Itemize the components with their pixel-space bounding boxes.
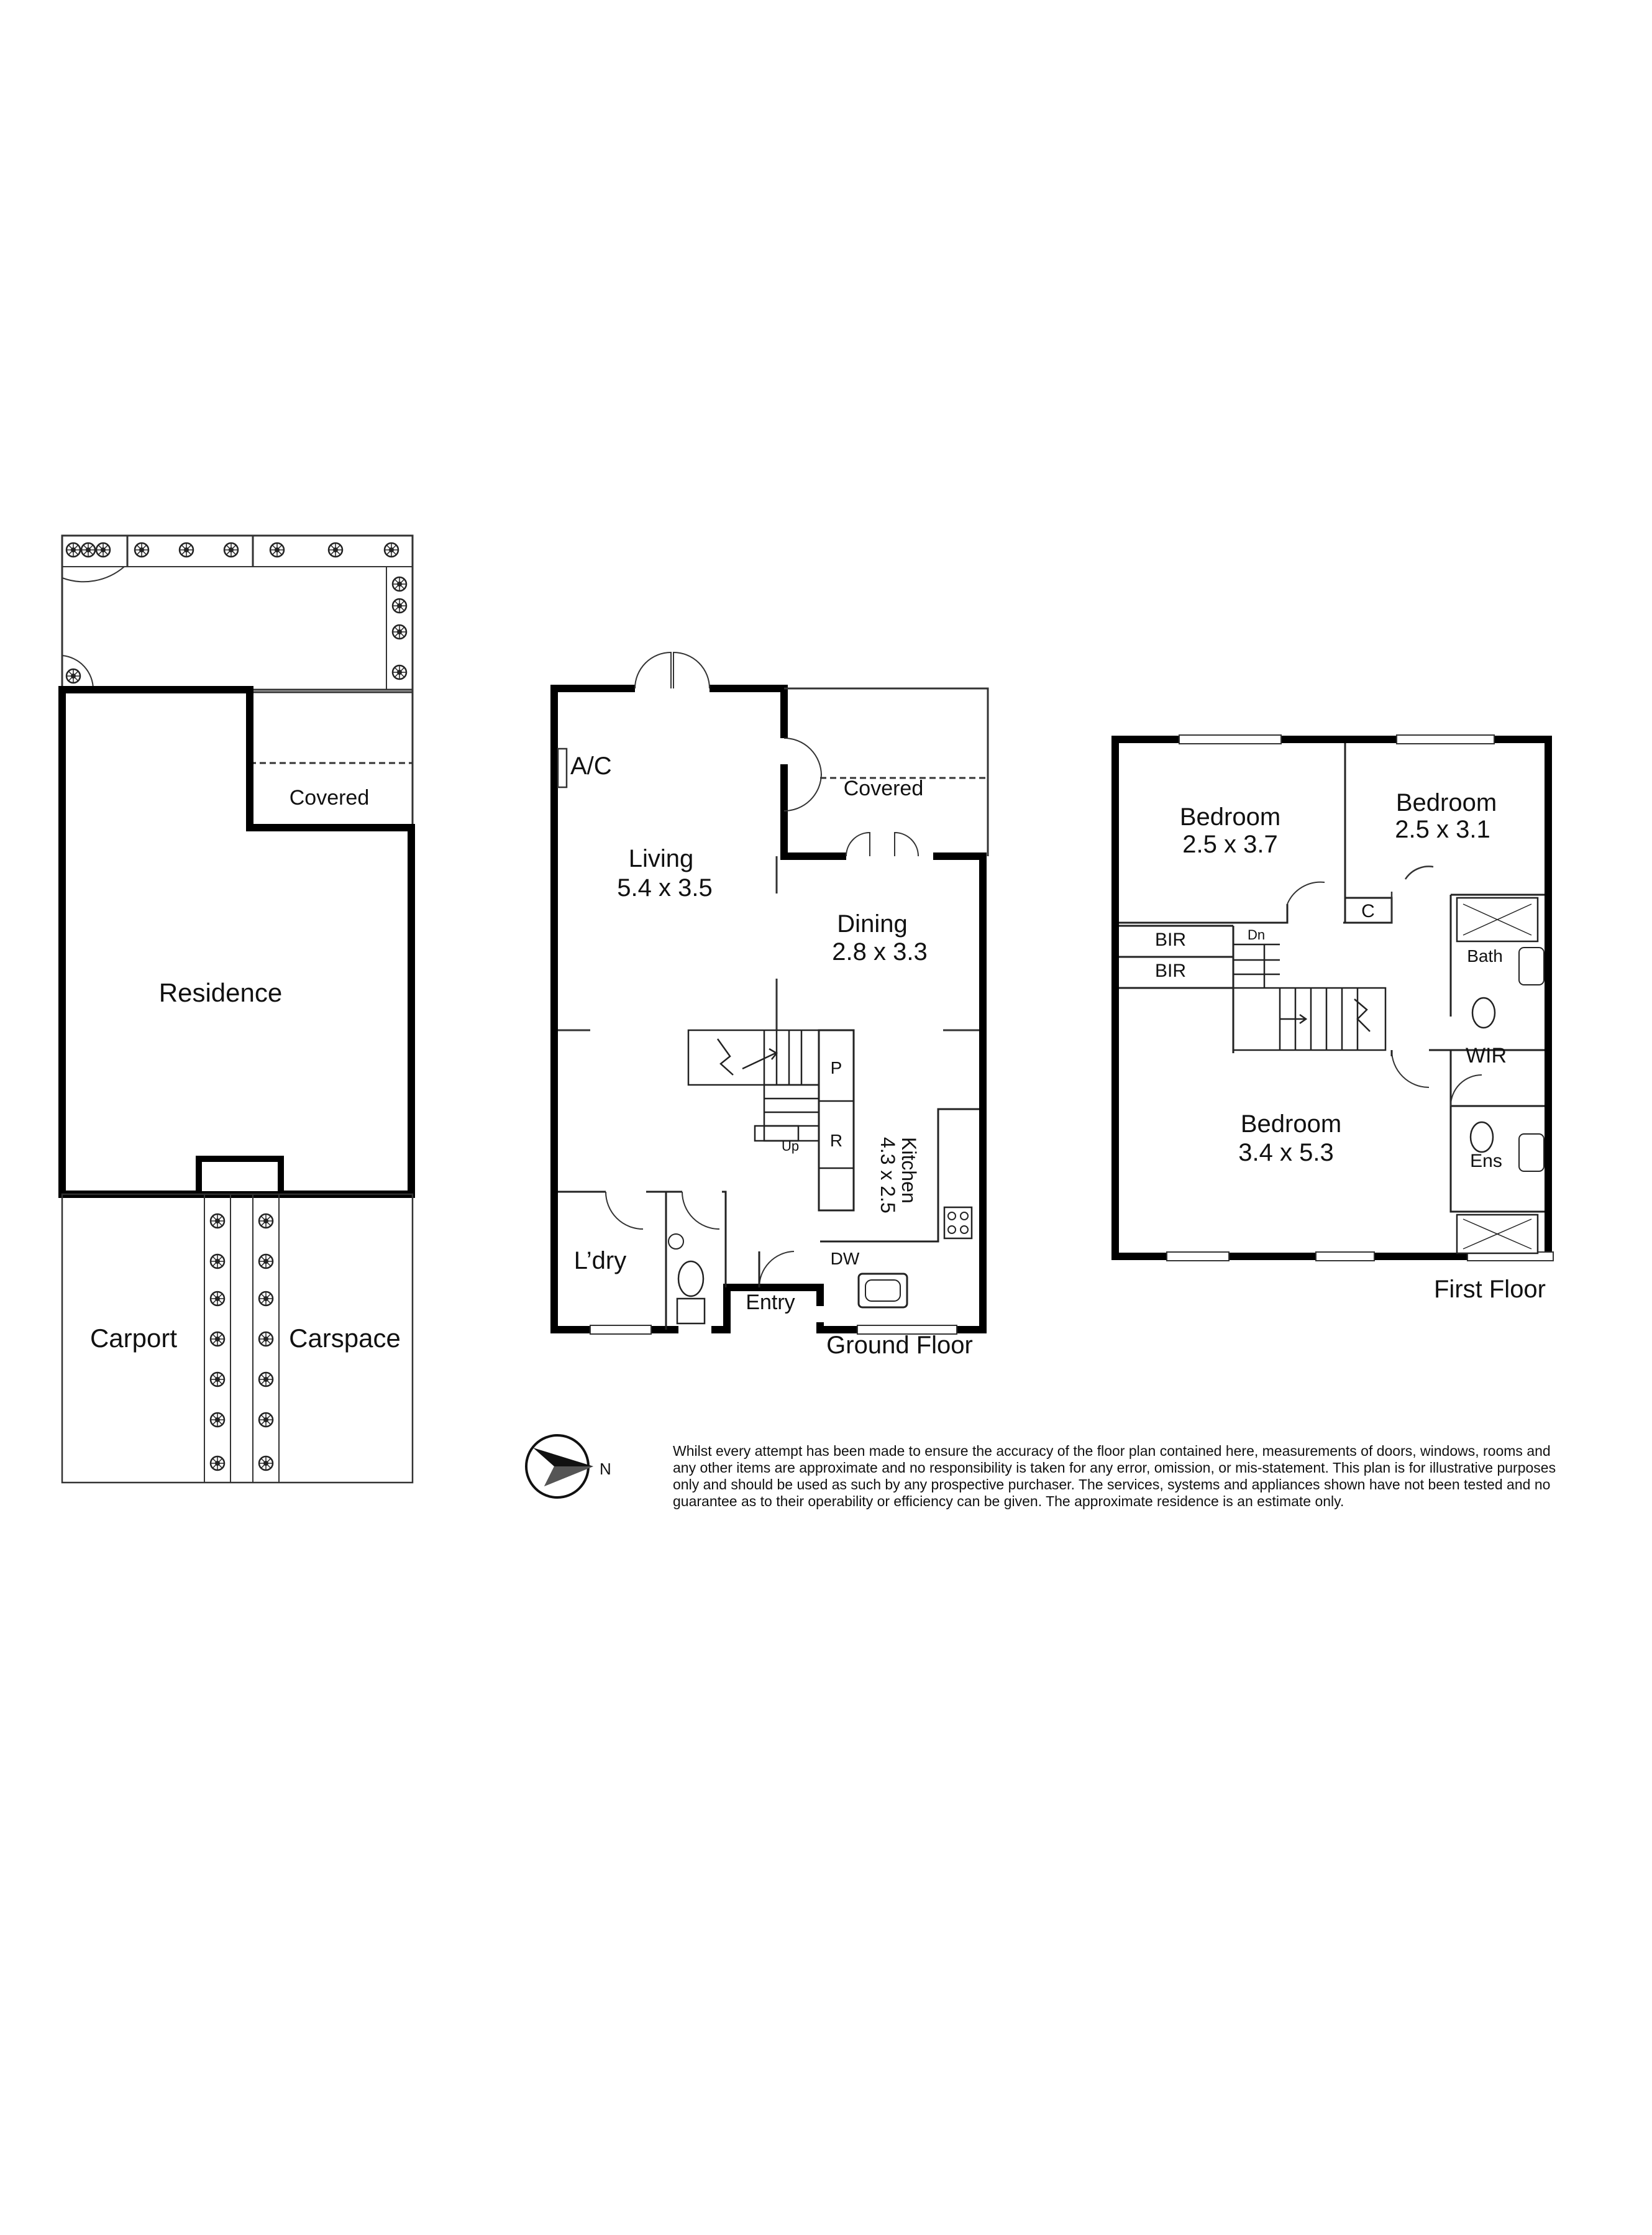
ground-covered-label: Covered (844, 777, 924, 800)
garden-boundary (61, 534, 414, 693)
ensuite-label: Ens (1470, 1151, 1502, 1171)
first-windows (1166, 734, 1554, 1261)
north-compass: N (525, 1434, 611, 1499)
ground-staircase (687, 1029, 820, 1142)
bedroom3-size: 3.4 x 5.3 (1238, 1139, 1333, 1166)
carport-label: Carport (90, 1323, 177, 1353)
laundry-label: L’dry (574, 1247, 627, 1274)
first-floor-title: First Floor (1434, 1276, 1546, 1303)
pantry-label: P (831, 1058, 842, 1077)
bedroom3-label: Bedroom (1241, 1110, 1341, 1138)
garden-shrubs (65, 542, 408, 684)
fridge-label: R (830, 1131, 842, 1150)
up-label: Up (782, 1138, 799, 1154)
site-covered-label: Covered (290, 786, 370, 810)
dn-label: Dn (1248, 927, 1265, 943)
bir2-label: BIR (1155, 961, 1186, 981)
dining-size: 2.8 x 3.3 (832, 938, 927, 966)
bedroom2-label: Bedroom (1396, 789, 1497, 816)
bir1-label: BIR (1155, 930, 1186, 950)
north-label: N (600, 1460, 611, 1478)
kitchen-size: 4.3 x 2.5 (877, 1137, 899, 1213)
bath-label: Bath (1467, 946, 1503, 966)
ground-floor-plan: A/C Covered Living 5.4 x 3.5 Dining 2.8 … (550, 651, 989, 1359)
residence-label: Residence (159, 978, 282, 1007)
carspace-label: Carspace (289, 1323, 401, 1353)
bedroom1-label: Bedroom (1180, 803, 1280, 831)
dining-label: Dining (837, 910, 907, 938)
living-label: Living (629, 845, 694, 872)
disclaimer-text: Whilst every attempt has been made to en… (673, 1443, 1556, 1509)
ground-windows (590, 1325, 957, 1335)
carport-boundary (61, 1193, 414, 1484)
living-size: 5.4 x 3.5 (617, 874, 712, 902)
kitchen-label: Kitchen (898, 1137, 920, 1204)
ground-floor-title: Ground Floor (826, 1332, 973, 1359)
ac-label: A/C (570, 752, 612, 780)
cupboard-label: C (1361, 901, 1375, 921)
first-floor-plan: Bedroom 2.5 x 3.7 Bedroom 2.5 x 3.1 BIR … (1111, 734, 1554, 1303)
first-staircase (1232, 943, 1387, 1051)
driveway-plants (209, 1213, 274, 1471)
bedroom1-size: 2.5 x 3.7 (1182, 831, 1277, 858)
wir-label: WIR (1466, 1044, 1507, 1067)
dishwasher-label: DW (831, 1249, 860, 1268)
entry-label: Entry (746, 1291, 795, 1314)
bedroom2-size: 2.5 x 3.1 (1395, 816, 1490, 843)
residence-outline (58, 686, 415, 1198)
site-plan: Covered Residence Carport Carspace (58, 534, 415, 1484)
